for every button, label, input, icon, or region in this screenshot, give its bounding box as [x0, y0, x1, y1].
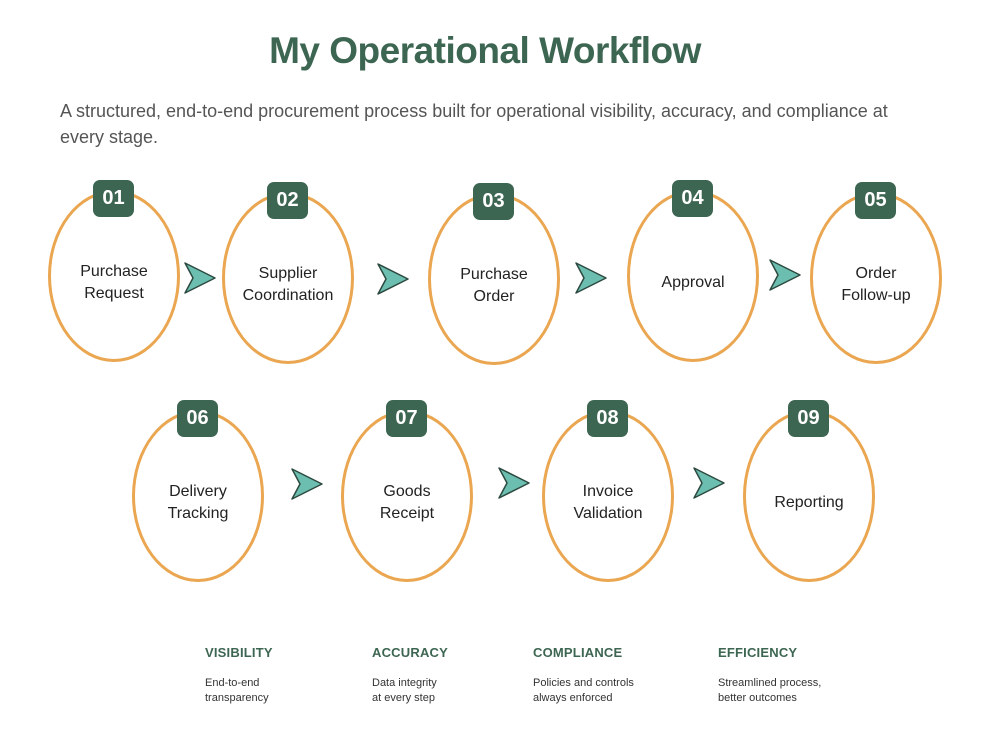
step-label: Supplier Coordination	[242, 265, 334, 304]
step-ring	[428, 193, 560, 365]
page-title: My Operational Workflow	[269, 30, 701, 71]
pillar-visibility: VISIBILITY End-to-end transparency	[205, 645, 355, 706]
step-label: Approval	[661, 274, 725, 291]
pillar-title: ACCURACY	[372, 645, 448, 660]
step-ring	[222, 192, 354, 364]
pillar-description: Streamlined process, better outcomes	[718, 677, 822, 704]
step-number-badge: 09	[788, 400, 829, 437]
workflow-step-9: Reporting 09	[743, 400, 875, 582]
workflow-step-1: Purchase Request 01	[48, 180, 180, 362]
pillar-title: VISIBILITY	[205, 645, 273, 660]
workflow-step-6: Delivery Tracking 06	[132, 400, 264, 582]
step-number-badge: 02	[267, 182, 308, 219]
step-number-badge: 07	[386, 400, 427, 437]
workflow-step-3: Purchase Order 03	[428, 183, 560, 365]
chevron-right-icon	[498, 467, 530, 499]
pillar-compliance: COMPLIANCE Policies and controls always …	[533, 645, 683, 706]
step-number-badge: 06	[177, 400, 218, 437]
chevron-right-icon	[769, 259, 801, 291]
pillar-title: COMPLIANCE	[533, 645, 623, 660]
pillar-description: End-to-end transparency	[205, 677, 269, 704]
step-ring	[743, 410, 875, 582]
step-label: Purchase Order	[460, 266, 528, 305]
step-label: Goods Receipt	[379, 483, 435, 522]
workflow-step-2: Supplier Coordination 02	[222, 182, 354, 364]
pillar-description: Policies and controls always enforced	[533, 677, 634, 704]
workflow-step-7: Goods Receipt 07	[341, 400, 473, 582]
step-number-badge: 03	[473, 183, 514, 220]
step-number-badge: 01	[93, 180, 134, 217]
step-number-badge: 08	[587, 400, 628, 437]
chevron-right-icon	[291, 468, 323, 500]
step-number-badge: 05	[855, 182, 896, 219]
step-label: Reporting	[774, 494, 844, 511]
workflow-step-4: Approval 04	[627, 180, 759, 362]
chevron-right-icon	[184, 262, 216, 294]
pillar-accuracy: ACCURACY Data integrity at every step	[372, 645, 522, 706]
pillar-title: EFFICIENCY	[718, 645, 798, 660]
workflow-step-5: Order Follow-up 05	[810, 182, 942, 364]
pillar-efficiency: EFFICIENCY Streamlined process, better o…	[718, 645, 868, 706]
page-subtitle: A structured, end-to-end procurement pro…	[60, 101, 888, 147]
step-ring	[542, 410, 674, 582]
chevron-right-icon	[377, 263, 409, 295]
step-label: Delivery Tracking	[167, 483, 229, 522]
step-ring	[810, 192, 942, 364]
step-ring	[341, 410, 473, 582]
step-ring	[132, 410, 264, 582]
pillar-description: Data integrity at every step	[372, 677, 437, 704]
step-label: Invoice Validation	[573, 483, 643, 522]
workflow-step-8: Invoice Validation 08	[542, 400, 674, 582]
step-label: Purchase Request	[80, 263, 148, 302]
step-number-badge: 04	[672, 180, 713, 217]
chevron-right-icon	[693, 467, 725, 499]
step-label: Order Follow-up	[841, 265, 911, 304]
chevron-right-icon	[575, 262, 607, 294]
